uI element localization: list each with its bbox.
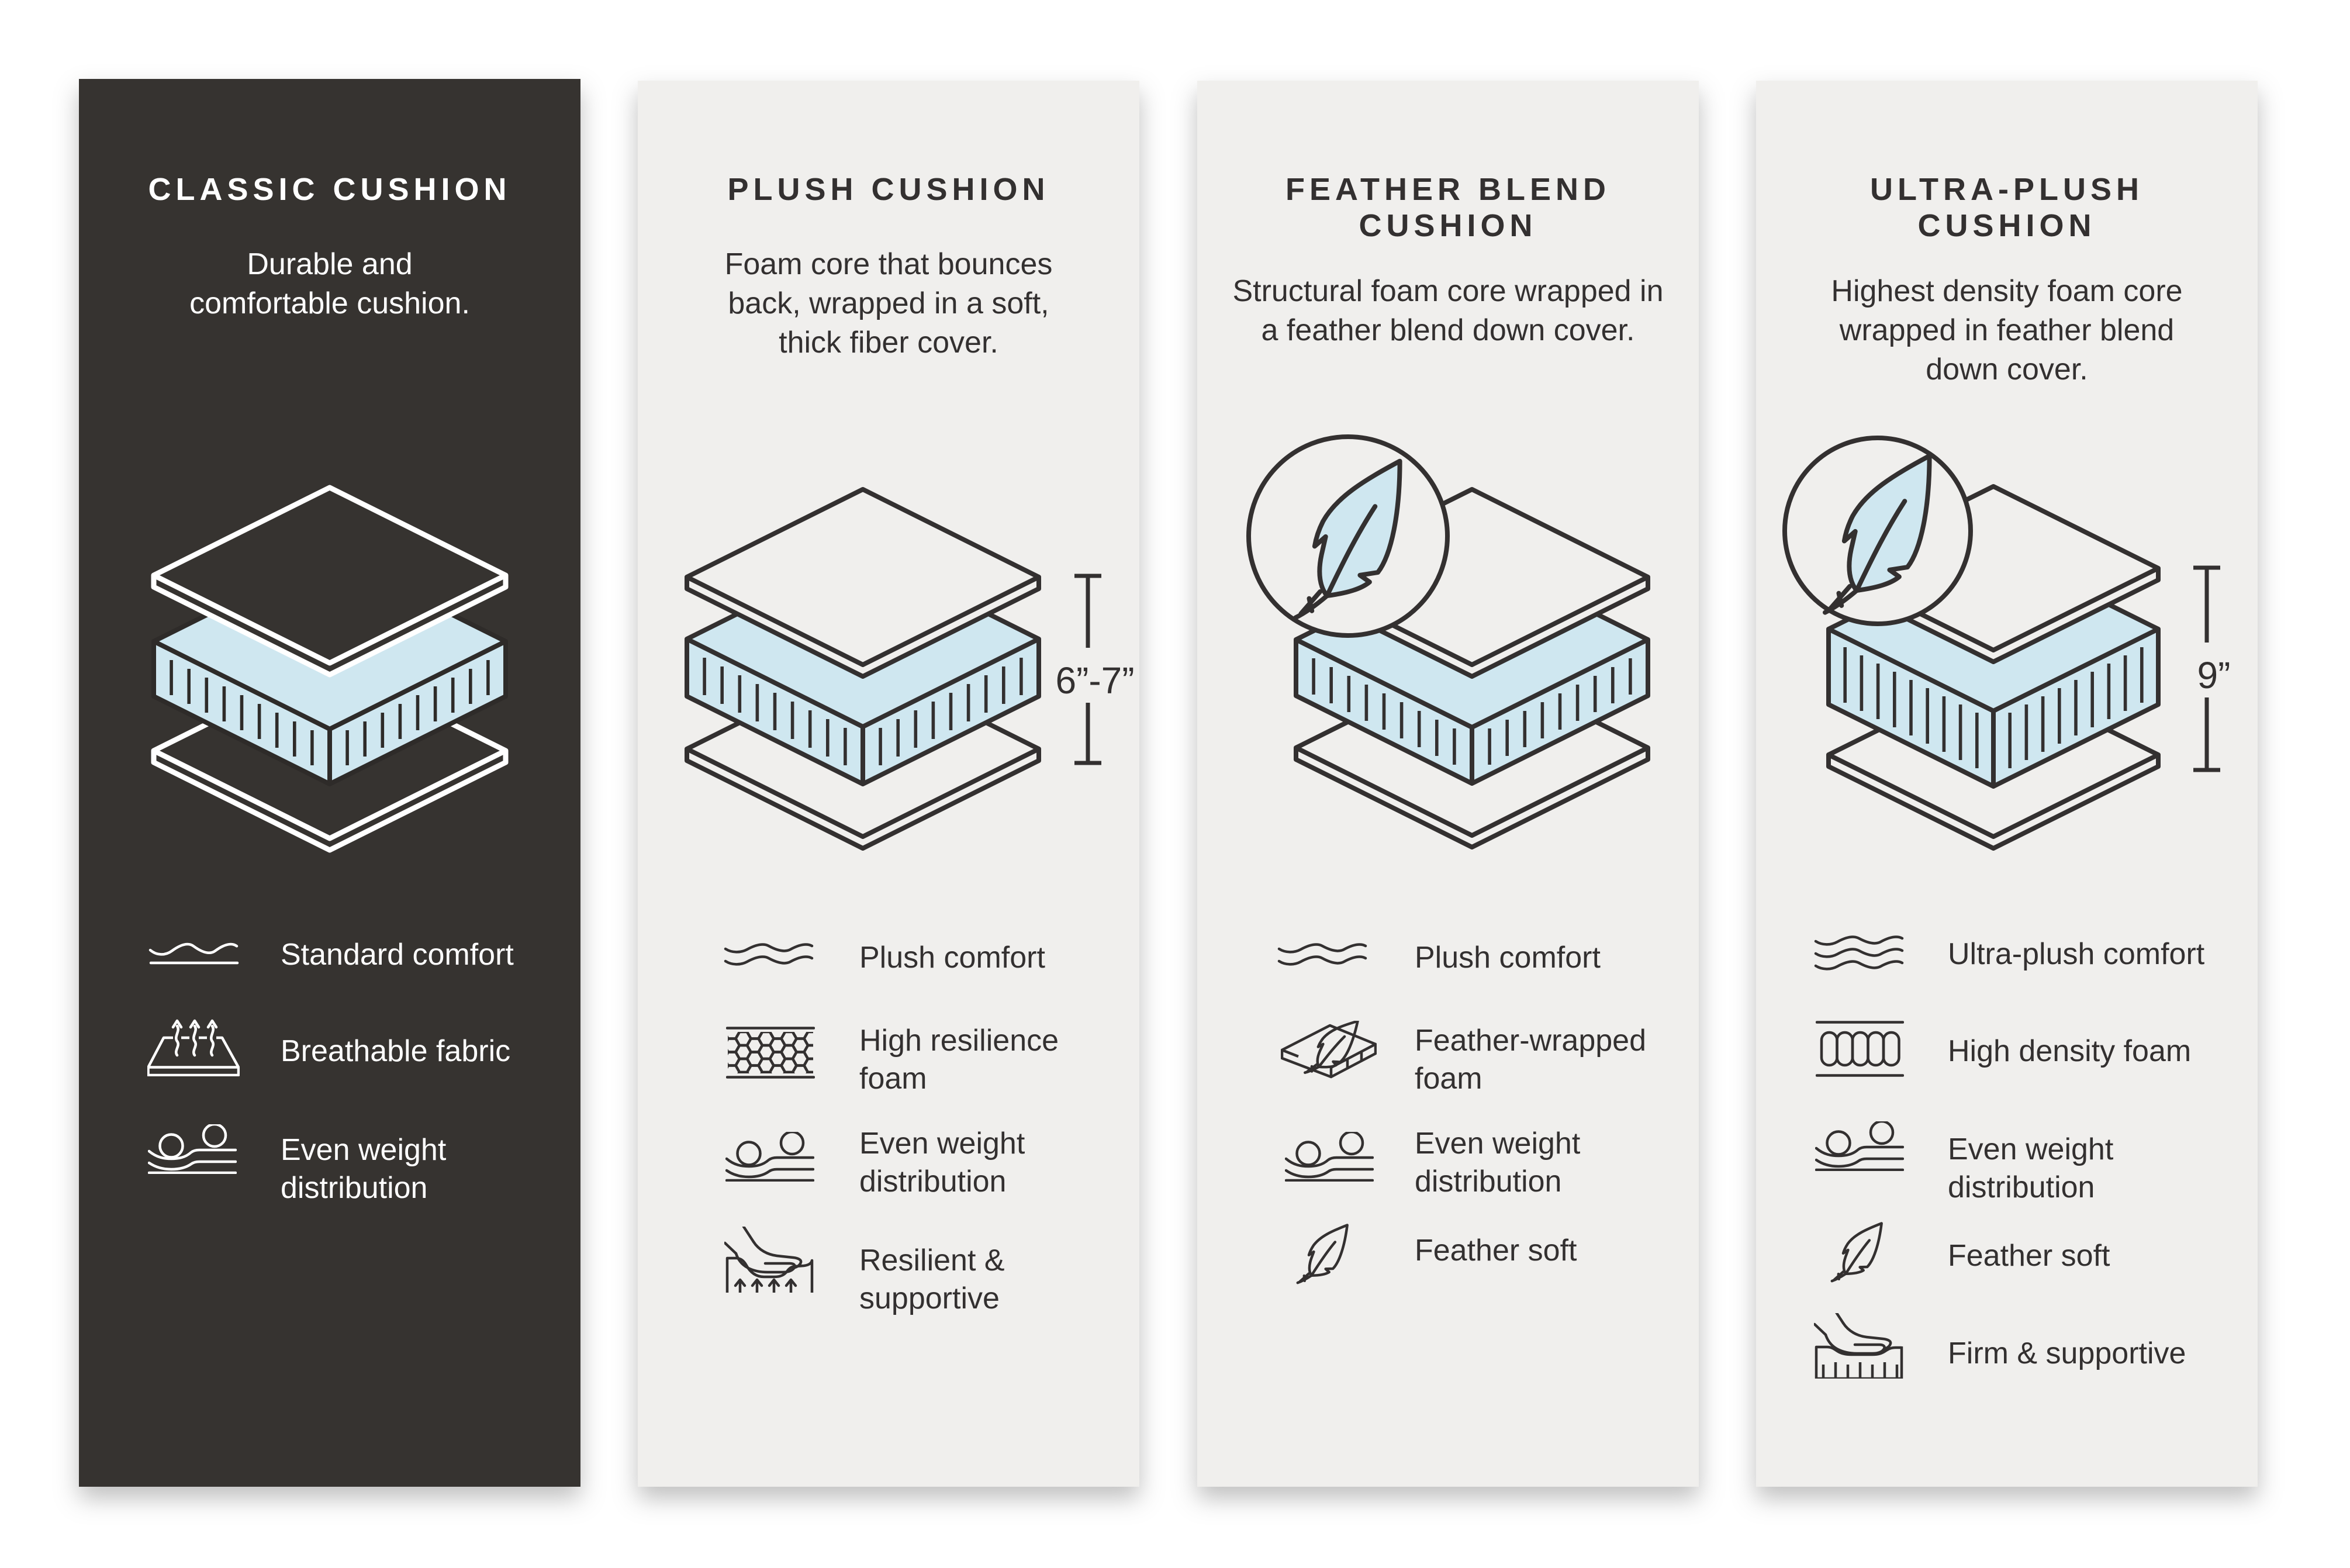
- svg-text:6”-7”: 6”-7”: [1055, 659, 1134, 702]
- svg-text:9”: 9”: [2197, 654, 2231, 696]
